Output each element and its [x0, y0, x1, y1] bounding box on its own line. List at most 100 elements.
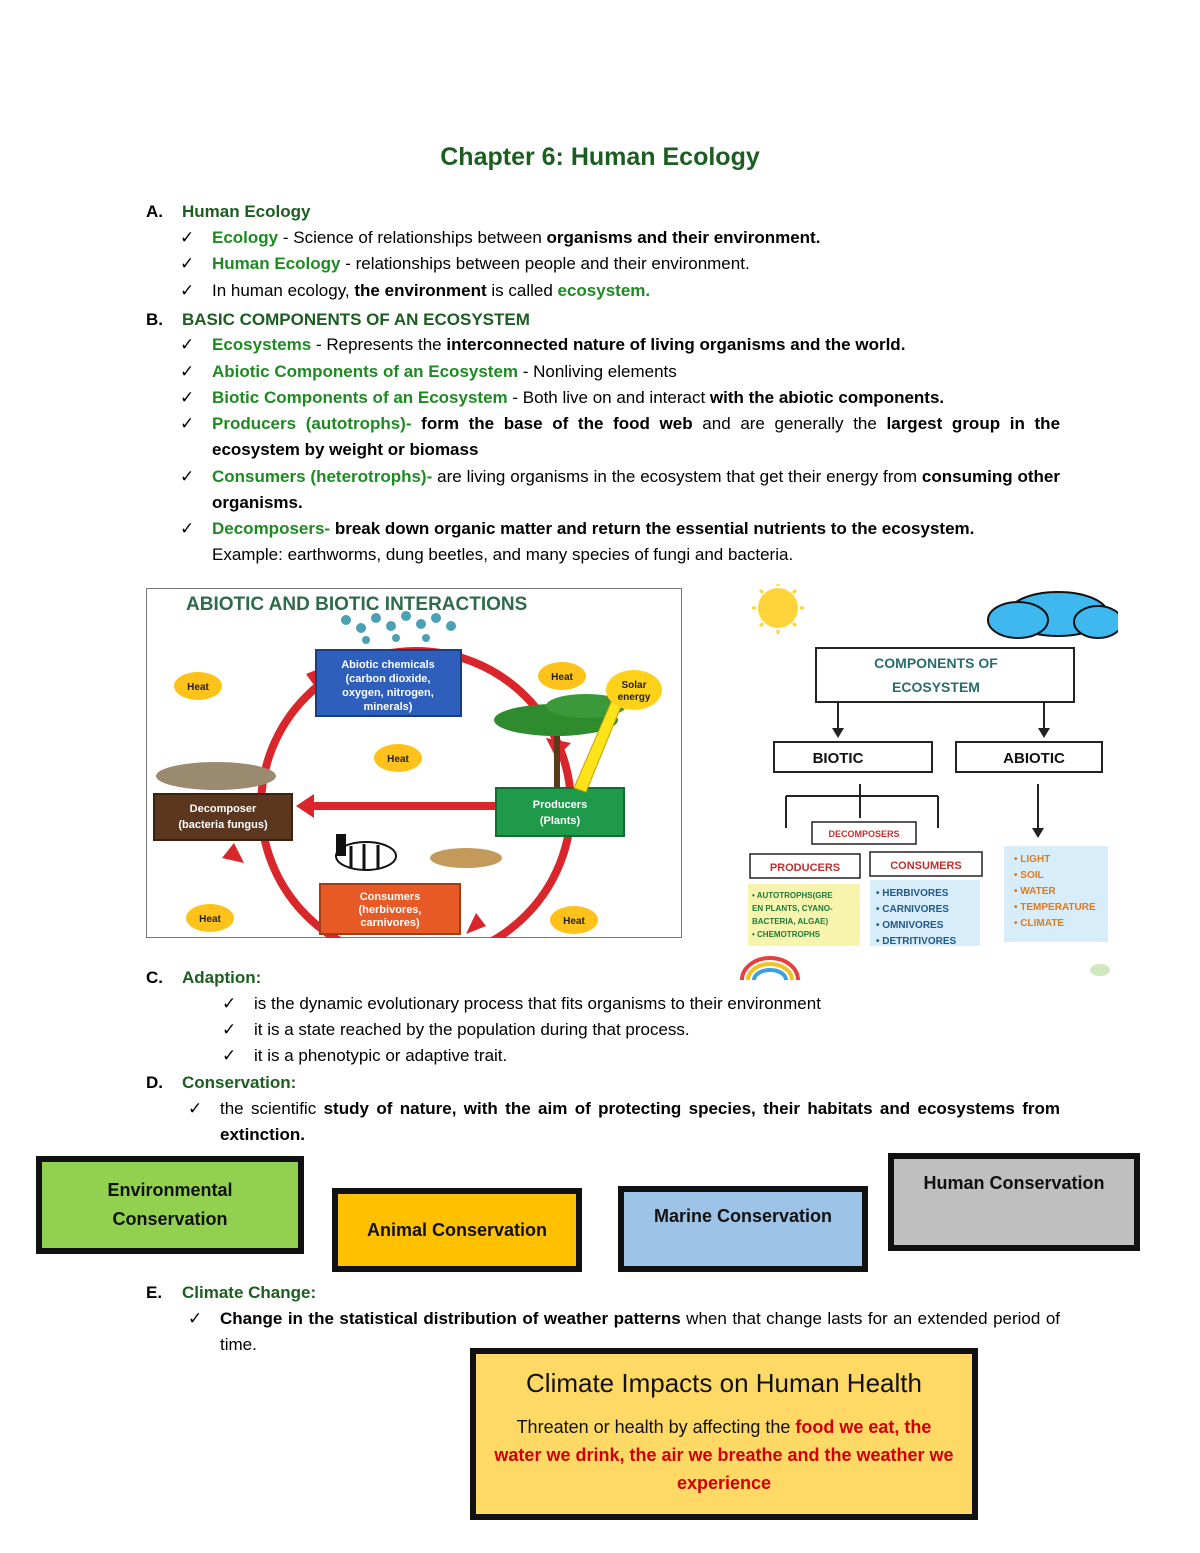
animal-conservation-box: Animal Conservation — [332, 1188, 582, 1272]
solar-energy-badge — [606, 670, 662, 710]
svg-text:Heat: Heat — [187, 682, 209, 693]
producers-box — [749, 853, 861, 879]
svg-text:PRODUCERS: PRODUCERS — [770, 862, 840, 874]
svg-text:• CLIMATE: • CLIMATE — [1014, 918, 1064, 929]
section-d-heading: D.Conservation: — [146, 1073, 297, 1092]
list-item: ✓ Ecology - Science of relationships bet… — [180, 225, 1060, 251]
list-item: ✓ Producers (autotrophs)- form the base … — [180, 411, 1060, 463]
svg-text:(bacteria fungus): (bacteria fungus) — [178, 819, 268, 831]
consumer-list-patch — [870, 880, 980, 946]
section-e-heading: E.Climate Change: — [146, 1283, 317, 1302]
animal-remains-icon — [156, 762, 276, 790]
tree-icon — [494, 694, 626, 788]
svg-text:Consumers: Consumers — [360, 891, 421, 903]
svg-text:(carbon dioxide,: (carbon dioxide, — [346, 673, 431, 685]
svg-text:EN PLANTS, CYANO-: EN PLANTS, CYANO- — [752, 904, 833, 913]
heat-badge: Heat — [186, 904, 234, 932]
producers-box — [495, 787, 625, 837]
molecules-icon — [341, 611, 456, 644]
svg-text:energy: energy — [618, 692, 651, 703]
sun-icon — [752, 584, 804, 634]
svg-text:(Plants): (Plants) — [540, 815, 581, 827]
svg-text:minerals): minerals) — [364, 701, 413, 713]
rainbow-icon — [740, 956, 800, 981]
checkmark-icon: ✓ — [222, 1020, 237, 1039]
heat-badge: Heat — [550, 906, 598, 934]
svg-text:• LIGHT: • LIGHT — [1014, 854, 1050, 865]
marine-conservation-box: Marine Conservation — [618, 1186, 868, 1272]
svg-text:Solar: Solar — [621, 680, 646, 691]
list-item: ✓ it is a state reached by the populatio… — [222, 1017, 1062, 1043]
biotic-box — [773, 741, 933, 773]
list-item: ✓ the scientific study of nature, with t… — [188, 1096, 1060, 1148]
abiotic-list-patch — [1004, 846, 1108, 942]
section-a-heading: A.Human Ecology — [146, 202, 311, 221]
list-item: ✓ is the dynamic evolutionary process th… — [222, 991, 1062, 1017]
list-item: ✓ Human Ecology - relationships between … — [180, 251, 1060, 277]
svg-text:CONSUMERS: CONSUMERS — [890, 860, 962, 872]
decomposer-box — [153, 793, 293, 841]
section-c-heading: C.Adaption: — [146, 968, 262, 987]
checkmark-icon: ✓ — [188, 1309, 203, 1328]
logo-icon — [1090, 964, 1110, 976]
svg-text:Heat: Heat — [563, 916, 585, 927]
checkmark-icon: ✓ — [180, 519, 195, 538]
consumers-box — [869, 851, 983, 877]
checkmark-icon: ✓ — [180, 281, 195, 300]
svg-text:Heat: Heat — [551, 672, 573, 683]
svg-text:Heat: Heat — [387, 754, 409, 765]
climate-impacts-box: Climate Impacts on Human Health Threaten… — [470, 1348, 978, 1520]
abiotic-chemicals-box — [315, 649, 462, 717]
climate-box-text: Threaten or health by affecting the food… — [494, 1417, 954, 1493]
climate-box-title: Climate Impacts on Human Health — [526, 1368, 922, 1398]
checkmark-icon: ✓ — [180, 254, 195, 273]
heat-badge: Heat — [538, 662, 586, 690]
svg-text:• CHEMOTROPHS: • CHEMOTROPHS — [752, 930, 821, 939]
lion-icon — [430, 848, 502, 868]
diagram-title: ABIOTIC AND BIOTIC INTERACTIONS — [186, 594, 527, 615]
checkmark-icon: ✓ — [222, 1046, 237, 1065]
heat-badge: Heat — [174, 672, 222, 700]
checkmark-icon: ✓ — [180, 388, 195, 407]
svg-text:• TEMPERATURE: • TEMPERATURE — [1014, 902, 1096, 913]
arrow-icon — [466, 913, 486, 934]
components-of-ecosystem-diagram: COMPONENTS OF ECOSYSTEM BIOTIC ABIOTIC D… — [740, 584, 1118, 981]
section-b-heading: B.BASIC COMPONENTS OF AN ECOSYSTEM — [146, 310, 530, 329]
arrow-icon — [296, 794, 314, 818]
list-item: ✓ Ecosystems - Represents the interconne… — [180, 332, 1060, 358]
svg-text:Abiotic chemicals: Abiotic chemicals — [341, 659, 435, 671]
svg-text:• SOIL: • SOIL — [1014, 870, 1044, 881]
svg-text:• WATER: • WATER — [1014, 886, 1056, 897]
list-item: ✓ In human ecology, the environment is c… — [180, 278, 1060, 304]
list-item: ✓ Change in the statistical distribution… — [188, 1306, 1060, 1358]
svg-text:• AUTOTROPHS(GRE: • AUTOTROPHS(GRE — [752, 891, 833, 900]
svg-text:ABIOTIC: ABIOTIC — [1003, 750, 1065, 767]
svg-text:• DETRITIVORES: • DETRITIVORES — [876, 936, 957, 947]
svg-text:• HERBIVORES: • HERBIVORES — [876, 888, 949, 899]
consumers-box — [319, 883, 461, 935]
checkmark-icon: ✓ — [180, 228, 195, 247]
svg-text:• CARNIVORES: • CARNIVORES — [876, 904, 949, 915]
cloud-icon — [987, 591, 1118, 639]
svg-text:COMPONENTS OF: COMPONENTS OF — [874, 655, 998, 671]
page-title: Chapter 6: Human Ecology — [440, 143, 760, 171]
components-title-box — [815, 647, 1075, 703]
svg-text:DECOMPOSERS: DECOMPOSERS — [828, 829, 899, 839]
environmental-conservation-box: Environmental Conservation — [36, 1156, 304, 1254]
checkmark-icon: ✓ — [180, 467, 195, 486]
list-item: ✓ Consumers (heterotrophs)- are living o… — [180, 464, 1060, 516]
svg-text:BIOTIC: BIOTIC — [813, 750, 864, 767]
checkmark-icon: ✓ — [180, 362, 195, 381]
checkmark-icon: ✓ — [180, 414, 195, 433]
abiotic-biotic-interactions-diagram: ABIOTIC AND BIOTIC INTERACTIONS Abiotic … — [146, 588, 682, 938]
svg-text:Decomposer: Decomposer — [190, 803, 257, 815]
heat-badge: Heat — [374, 744, 422, 772]
human-conservation-box: Human Conservation — [888, 1153, 1140, 1251]
svg-text:Heat: Heat — [199, 914, 221, 925]
svg-text:ECOSYSTEM: ECOSYSTEM — [892, 679, 980, 695]
svg-text:carnivores): carnivores) — [360, 917, 420, 929]
checkmark-icon: ✓ — [180, 335, 195, 354]
svg-text:• OMNIVORES: • OMNIVORES — [876, 920, 944, 931]
svg-text:Producers: Producers — [533, 799, 587, 811]
producer-list-patch — [748, 884, 860, 946]
